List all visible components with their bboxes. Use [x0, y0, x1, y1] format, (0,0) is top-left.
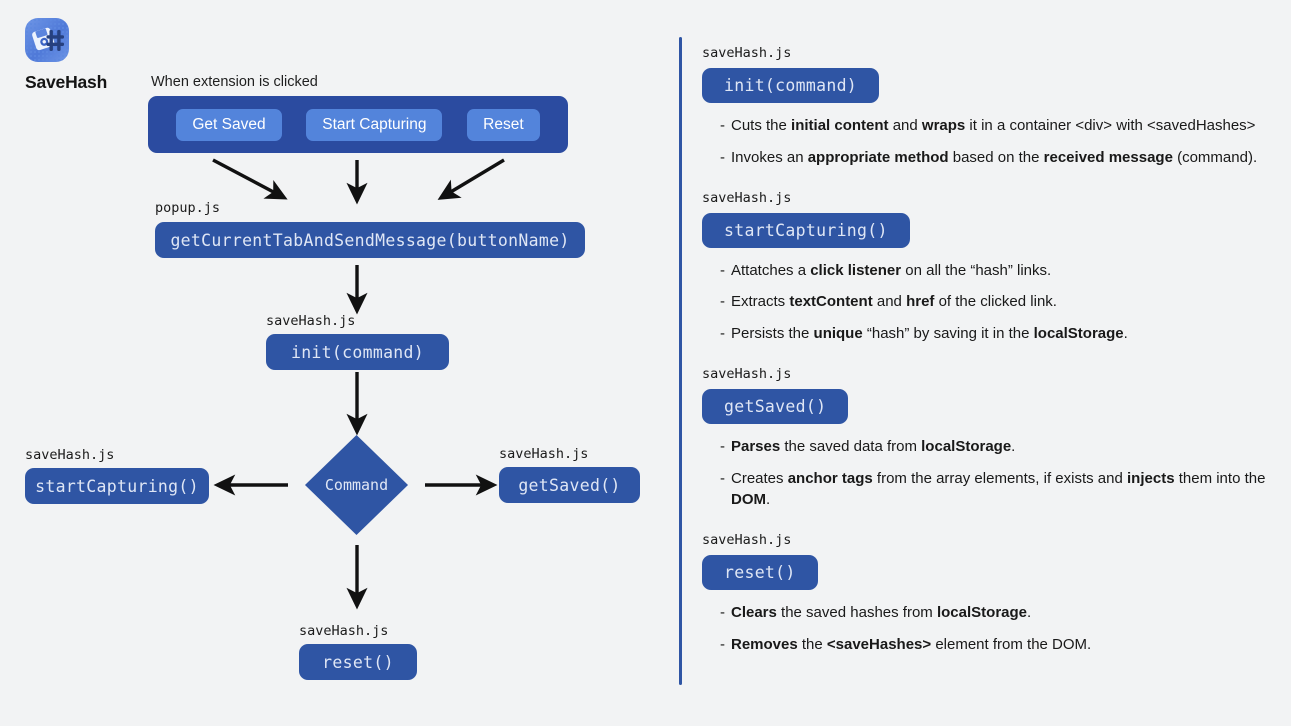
- doc-section-file: saveHash.js: [702, 189, 792, 206]
- node-get-saved[interactable]: getSaved(): [499, 467, 640, 503]
- brand-block: SaveHash: [25, 18, 155, 93]
- trigger-caption: When extension is clicked: [151, 74, 318, 90]
- node-init-command[interactable]: init(command): [266, 334, 449, 370]
- node-caption-get-saved: saveHash.js: [499, 446, 589, 462]
- bullet-dash: -: [720, 635, 725, 653]
- start-capturing-button[interactable]: Start Capturing: [306, 108, 443, 141]
- bullet-text: Parses the saved data from localStorage.: [731, 437, 1016, 455]
- node-caption-start-capturing: saveHash.js: [25, 447, 115, 463]
- app-title: SaveHash: [25, 72, 108, 92]
- bullet-text: Removes the <saveHashes> element from th…: [731, 635, 1092, 653]
- popup-toolbar: Get Saved Start Capturing Reset: [148, 96, 568, 153]
- doc-bullet: -Cuts the initial content and wraps it i…: [720, 115, 1282, 137]
- flow-diagram: When extension is clicked Get Saved Star…: [25, 74, 640, 680]
- node-reset[interactable]: reset(): [299, 644, 417, 680]
- icon-glyphs: [32, 27, 64, 51]
- bullet-text: Persists the unique “hash” by saving it …: [731, 325, 1128, 342]
- doc-section-file: saveHash.js: [702, 365, 792, 382]
- vertical-divider: [679, 37, 682, 685]
- decision-command[interactable]: Command: [305, 435, 408, 535]
- doc-section-method[interactable]: getSaved(): [702, 388, 849, 424]
- reset-button[interactable]: Reset: [467, 108, 540, 141]
- doc-bullet: -Extracts textContent and href of the cl…: [720, 291, 1282, 313]
- bullet-text: Attatches a click listener on all the “h…: [731, 261, 1052, 279]
- bullet-text: Extracts textContent and href of the cli…: [731, 293, 1057, 311]
- doc-bullet: -Clears the saved hashes from localStora…: [720, 602, 1282, 624]
- bullet-text: Creates anchor tags from the array eleme…: [731, 469, 1266, 509]
- doc-section: saveHash.js getSaved() -Parses the saved d…: [702, 366, 1282, 511]
- doc-bullet-list: -Parses the saved data from localStorage…: [720, 436, 1282, 511]
- doc-bullet-list: -Clears the saved hashes from localStora…: [720, 602, 1282, 656]
- doc-bullet-list: -Cuts the initial content and wraps it i…: [720, 115, 1282, 169]
- bullet-text: Cuts the initial content and wraps it in…: [731, 117, 1256, 134]
- save-hash-icon: [25, 18, 69, 62]
- doc-bullet: -Creates anchor tags from the array elem…: [720, 468, 1282, 512]
- node-get-current-tab-and-send-message[interactable]: getCurrentTabAndSendMessage(buttonName): [155, 222, 585, 258]
- node-caption-popup-js: popup.js: [155, 200, 221, 216]
- bullet-dash: -: [720, 117, 725, 134]
- bullet-dash: -: [720, 325, 725, 342]
- bullet-text: Invokes an appropriate method based on t…: [731, 148, 1258, 166]
- doc-bullet: -Attatches a click listener on all the “…: [720, 260, 1282, 282]
- doc-bullet: -Parses the saved data from localStorage…: [720, 436, 1282, 458]
- node-caption-init: saveHash.js: [266, 313, 356, 329]
- node-start-capturing[interactable]: startCapturing(): [25, 468, 209, 504]
- doc-bullet-list: -Attatches a click listener on all the “…: [720, 260, 1282, 345]
- doc-section: saveHash.js reset() -Clears the saved hash…: [702, 532, 1282, 656]
- bullet-text: Clears the saved hashes from localStorag…: [731, 604, 1032, 621]
- doc-section-file: saveHash.js: [702, 45, 792, 61]
- doc-bullet: -Persists the unique “hash” by saving it…: [720, 323, 1282, 345]
- doc-section: saveHash.js init(command) -Cuts the initia…: [702, 45, 1282, 169]
- doc-bullet: -Invokes an appropriate method based on …: [720, 147, 1282, 169]
- bullet-dash: -: [720, 604, 725, 621]
- doc-section-file: saveHash.js: [702, 532, 792, 548]
- bullet-dash: -: [720, 261, 725, 279]
- doc-section-method[interactable]: reset(): [702, 555, 818, 590]
- doc-bullet: -Removes the <saveHashes> element from t…: [720, 634, 1282, 656]
- bullet-dash: -: [720, 437, 725, 455]
- get-saved-button[interactable]: Get Saved: [176, 108, 282, 141]
- doc-section-method[interactable]: init(command): [702, 68, 880, 103]
- decision-label: Command: [324, 476, 389, 494]
- bullet-dash: -: [720, 469, 725, 487]
- doc-section-method[interactable]: startCapturing(): [702, 212, 910, 248]
- bullet-dash: -: [720, 293, 725, 311]
- bullet-dash: -: [720, 148, 725, 166]
- node-caption-reset: saveHash.js: [299, 623, 389, 639]
